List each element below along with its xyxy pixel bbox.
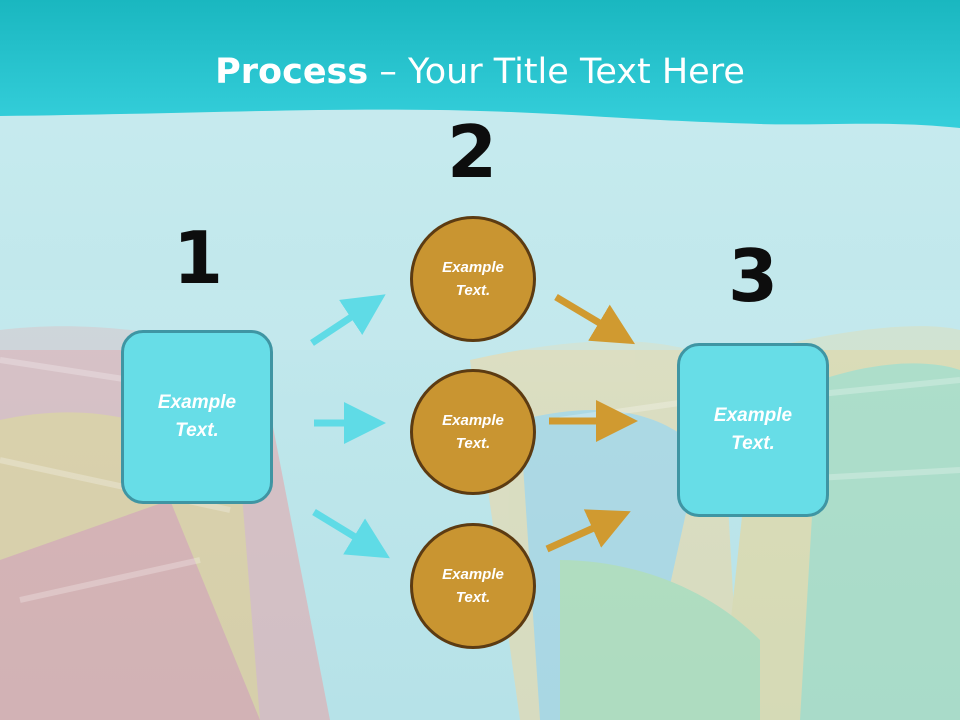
circle-top-text: Example Text. [442,258,504,299]
step-number-1: 1 [172,216,224,300]
process-circle-bottom: Example Text. [410,523,536,649]
step-number-3: 3 [727,234,779,318]
circle-bottom-text: Example Text. [442,565,504,606]
left-box-text: Example Text. [157,391,237,442]
process-circle-top: Example Text. [410,216,536,342]
circle-middle-text: Example Text. [442,411,504,452]
title-bold-part: Process [215,52,369,92]
right-box-text: Example Text. [713,404,793,455]
right-process-box: Example Text. [677,343,829,517]
step-number-2: 2 [446,110,498,194]
process-circle-middle: Example Text. [410,369,536,495]
left-process-box: Example Text. [121,330,273,504]
slide-title: Process – Your Title Text Here [0,52,960,92]
title-rest-part: – Your Title Text Here [368,52,745,92]
